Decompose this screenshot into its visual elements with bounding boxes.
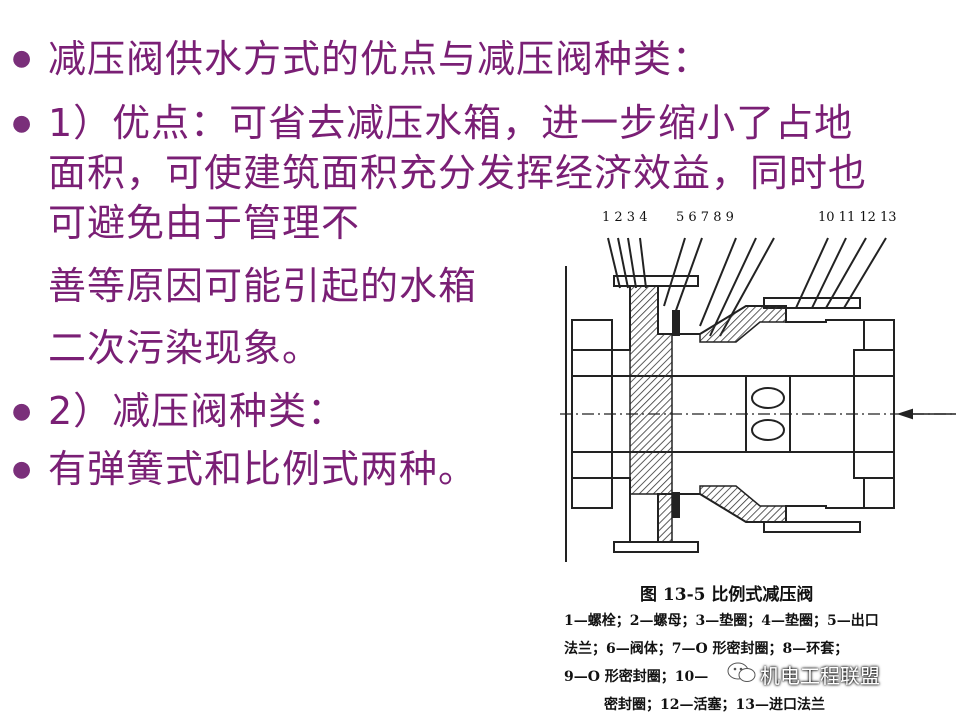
legend-line-1: 1—螺栓；2—螺母；3—垫圈；4—垫圈；5—出口 <box>564 613 879 629</box>
part-numbers-left: 1 2 3 4 <box>602 210 648 225</box>
advantages-line-5: 二次污染现象。 <box>48 326 322 370</box>
slide-title: 减压阀供水方式的优点与减压阀种类： <box>48 37 712 81</box>
bullet-dot: ● <box>12 457 32 482</box>
legend-line-3: 9—O 形密封圈；10— <box>564 669 709 685</box>
part-numbers-right: 10 11 12 13 <box>818 210 897 225</box>
advantages-line-1: 1）优点：可省去减压水箱，进一步缩小了占地 <box>48 101 854 145</box>
bullet-dot: ● <box>12 111 32 136</box>
advantages-line-2: 面积，可使建筑面积充分发挥经济效益，同时也 <box>48 151 868 195</box>
advantages-line-4: 善等原因可能引起的水箱 <box>48 264 478 308</box>
bullet-dot: ● <box>12 46 32 71</box>
advantages-line-3: 可避免由于管理不 <box>48 201 361 245</box>
legend-line-2: 法兰；6—阀体；7—O 形密封圈；8—环套； <box>564 641 849 657</box>
wechat-icon <box>727 662 756 682</box>
types-text: 有弹簧式和比例式两种。 <box>48 447 478 491</box>
part-numbers-mid: 5 6 7 8 9 <box>676 210 734 225</box>
figure-caption: 图 13-5 比例式减压阀 <box>640 585 814 605</box>
valve-cross-section-drawing <box>560 237 956 562</box>
valve-figure: 1 2 3 4 5 6 7 8 9 10 11 12 13 <box>560 206 960 720</box>
legend-line-4: 密封圈；12—活塞；13—进口法兰 <box>604 697 825 713</box>
bullet-dot: ● <box>12 399 32 424</box>
types-heading: 2）减压阀种类： <box>48 389 347 433</box>
watermark-text: 机电工程联盟 <box>760 664 880 688</box>
